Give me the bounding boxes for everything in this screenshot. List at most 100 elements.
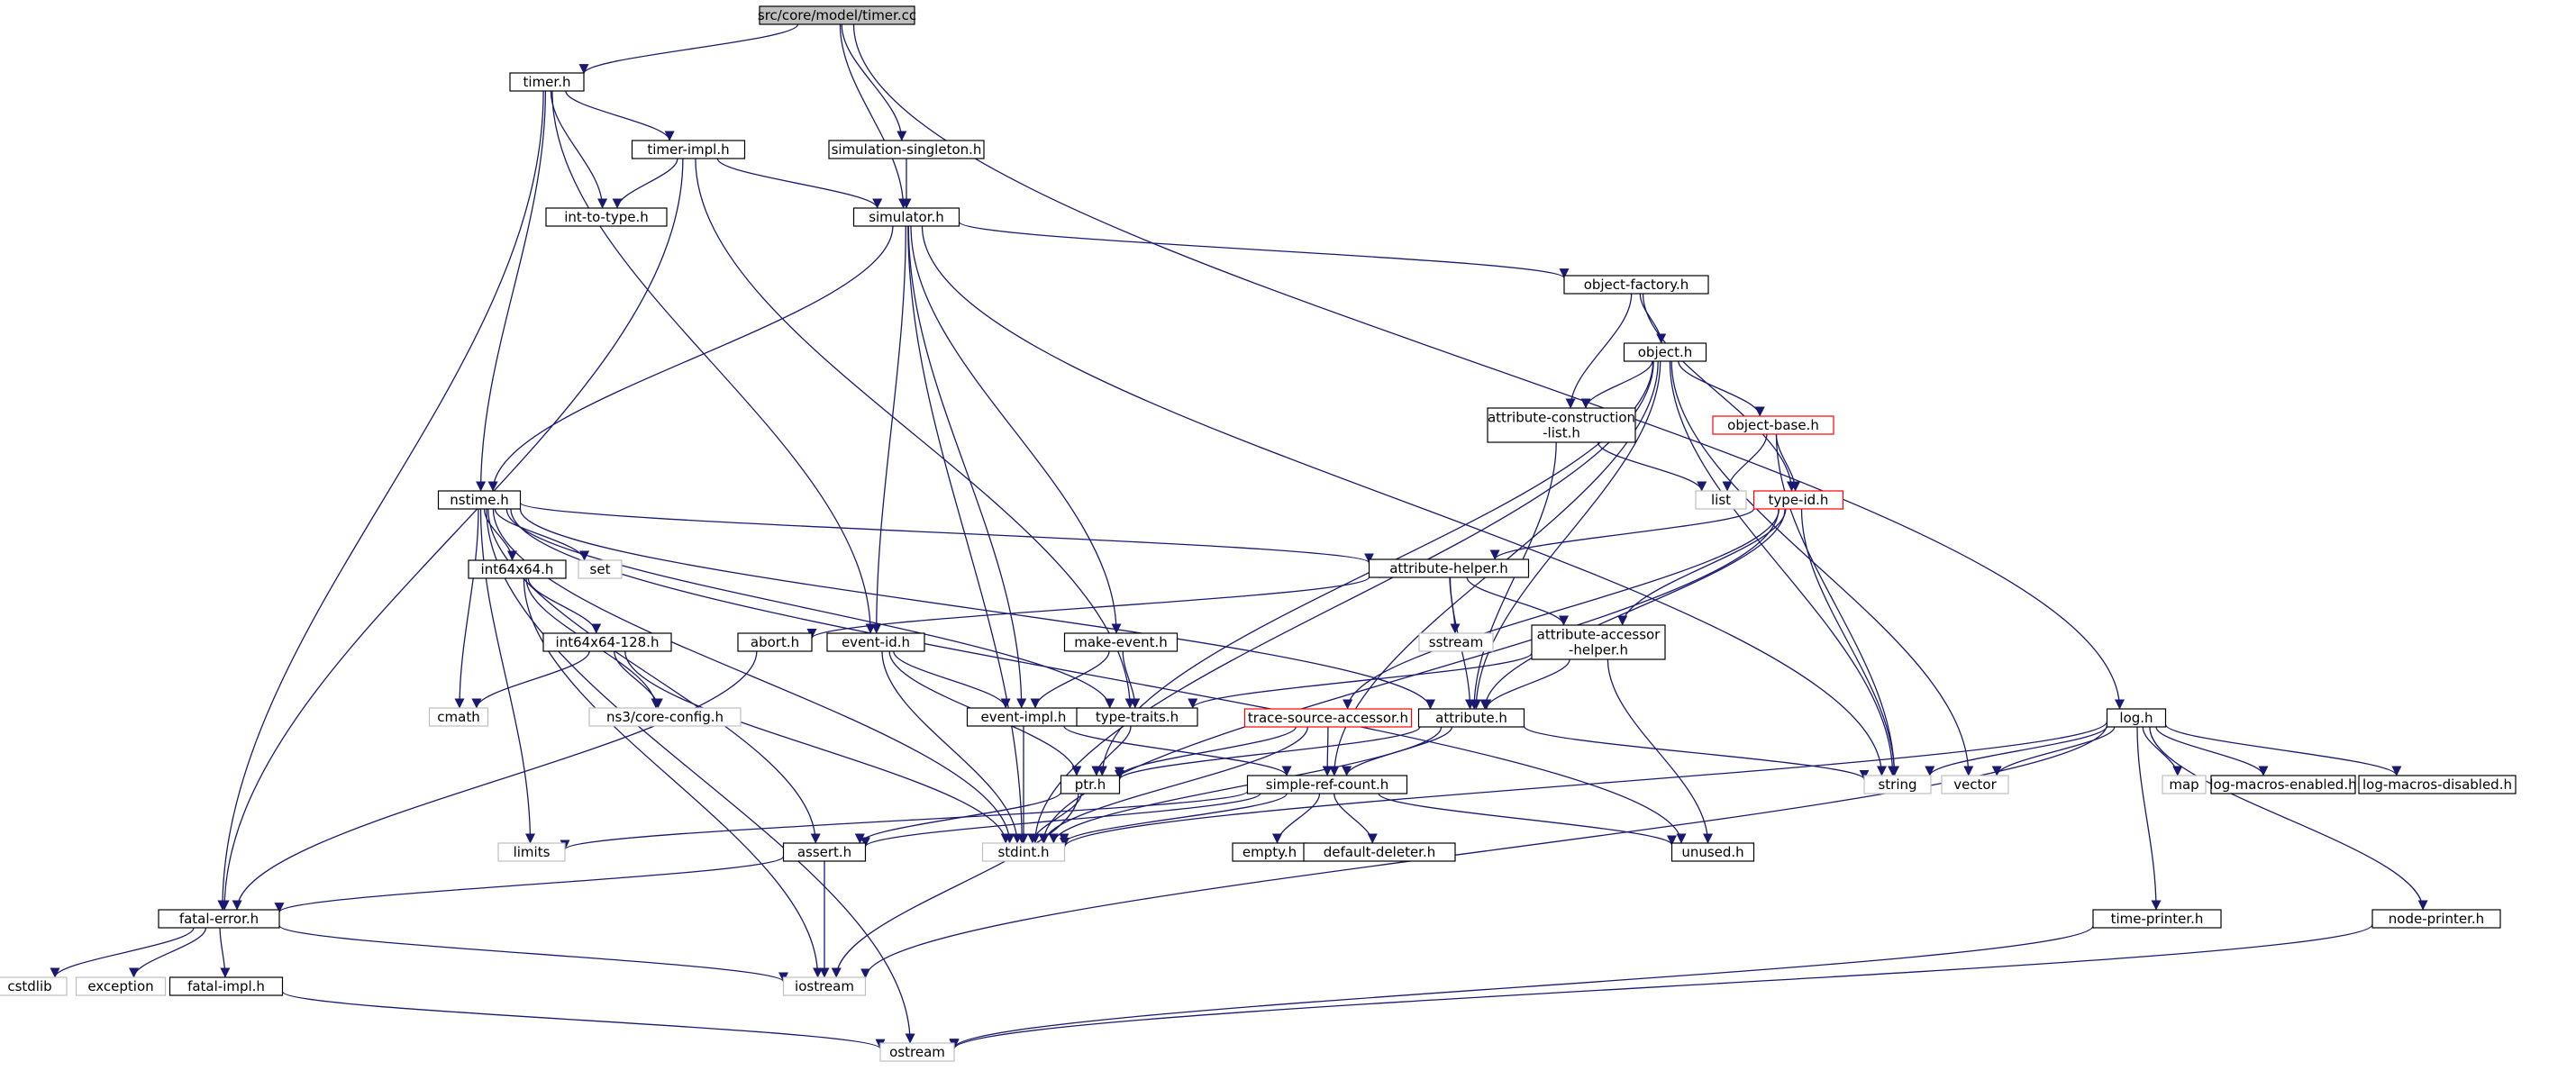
node-label: timer.h (523, 74, 571, 90)
node-simulator-h[interactable]: simulator.h (852, 207, 960, 227)
edge-nstime_h-to-type_traits_h (505, 508, 1115, 709)
edge-fatal_error_h-to-iostream (278, 924, 788, 983)
node-label: trace-source-accessor.h (1248, 710, 1408, 726)
node-timer-h[interactable]: timer.h (509, 72, 585, 92)
node-empty-h[interactable]: empty.h (1232, 842, 1307, 862)
node-attribute-h[interactable]: attribute.h (1417, 708, 1525, 728)
node-label: make-event.h (1074, 634, 1168, 650)
edge-timer_impl_h-to-simulator_h (716, 158, 883, 209)
node-sstream: sstream (1418, 632, 1494, 652)
node-box (542, 632, 672, 652)
node-abort-h[interactable]: abort.h (737, 632, 813, 652)
edge-simulator_h-to-event_id_h (871, 225, 906, 634)
node-int64x64-128-h[interactable]: int64x64-128.h (542, 632, 672, 652)
node-assert-h[interactable]: assert.h (782, 842, 867, 862)
node-simple-ref-h[interactable]: simple-ref-count.h (1246, 775, 1408, 794)
node-box (2162, 775, 2207, 794)
node-time-printer-h[interactable]: time-printer.h (2092, 909, 2222, 929)
node-label: vector (1953, 776, 1997, 793)
edge-attribute_h-to-ptr_h (1115, 726, 1421, 780)
edge-simple_ref_h-to-stdint_h (1059, 793, 1288, 844)
edge-log_h-to-log_macros_disabled_h (2164, 723, 2402, 776)
node-label: set (590, 561, 611, 577)
node-int-to-type-h[interactable]: int-to-type.h (545, 207, 668, 227)
node-nstime-h[interactable]: nstime.h (437, 490, 522, 510)
node-label: exception (87, 978, 153, 994)
edge-log_h-to-map (2142, 726, 2183, 776)
node-event-id-h[interactable]: event-id.h (826, 632, 925, 652)
node-label: simulator.h (869, 209, 944, 225)
node-layer: src/core/model/timer.cc timer.h log.h fatal… (0, 5, 2517, 1062)
node-box (981, 842, 1066, 862)
node-label: int64x64-128.h (556, 634, 660, 650)
node-box (879, 1042, 955, 1062)
node-label: map (2169, 776, 2198, 793)
node-limits: limits (497, 842, 566, 862)
node-vector: vector (1941, 775, 2009, 794)
node-box (1531, 624, 1666, 660)
edge-attr_helper_h-to-attr_accessor_h (1466, 576, 1569, 626)
edge-timer_h-to-timer_impl_h (565, 90, 675, 141)
node-map: map (2162, 775, 2207, 794)
edge-timer_impl_h-to-fatal_error_h (219, 158, 684, 911)
node-attr-construction-h[interactable]: attribute-construction-list.h (1487, 407, 1636, 443)
edge-make_event_h-to-event_impl_h (1030, 650, 1110, 709)
node-box (509, 72, 585, 92)
node-sim-singleton-h[interactable]: simulation-singleton.h (828, 140, 985, 159)
node-node-printer-h[interactable]: node-printer.h (2371, 909, 2501, 929)
node-box (468, 559, 567, 579)
edge-simple_ref_h-to-empty_h (1272, 793, 1321, 844)
node-label: simulation-singleton.h (832, 141, 982, 158)
node-label: assert.h (797, 844, 851, 860)
node-label: log.h (2119, 710, 2153, 726)
node-list: list (1695, 490, 1747, 510)
node-fatal-error-h[interactable]: fatal-error.h (158, 909, 280, 929)
node-label: type-id.h (1769, 492, 1829, 508)
node-attr-accessor-h[interactable]: attribute-accessor-helper.h (1531, 624, 1666, 660)
node-log-h[interactable]: log.h (2106, 708, 2167, 728)
node-event-impl-h[interactable]: event-impl.h (966, 707, 1081, 727)
edge-trace_source_h-to-simple_ref_h (1322, 726, 1333, 776)
node-object-factory-h[interactable]: object-factory.h (1563, 275, 1709, 295)
edge-log_h-to-string (1925, 725, 2108, 776)
node-box (2371, 909, 2501, 929)
node-label: int-to-type.h (564, 209, 649, 225)
node-fatal-impl-h[interactable]: fatal-impl.h (168, 976, 284, 996)
edge-fatal_error_h-to-exception (129, 927, 207, 978)
node-ns3-core-config-h: ns3/core-config.h (588, 707, 742, 727)
edge-log_h-to-stdint_h (1060, 721, 2108, 849)
node-type-traits-h[interactable]: type-traits.h (1076, 707, 1198, 727)
node-label: attribute-accessor (1537, 627, 1661, 643)
node-unused-h[interactable]: unused.h (1670, 842, 1755, 862)
node-timer-impl-h[interactable]: timer-impl.h (631, 140, 746, 159)
edge-simple_ref_h-to-limits (560, 790, 1249, 850)
node-type-id-h[interactable]: type-id.h (1752, 490, 1844, 510)
node-object-h[interactable]: object.h (1623, 342, 1707, 362)
edge-type_traits_h-to-ptr_h (1091, 725, 1132, 776)
node-label: src/core/model/timer.cc (758, 7, 916, 23)
node-timer-cc[interactable]: src/core/model/timer.cc (758, 5, 916, 25)
node-int64x64-h[interactable]: int64x64.h (468, 559, 567, 579)
node-trace-source-h[interactable]: trace-source-accessor.h (1243, 708, 1413, 728)
edge-nstime_h-to-int64x64_h (483, 508, 517, 561)
node-make-event-h[interactable]: make-event.h (1063, 632, 1179, 652)
edge-object_h-to-attribute_h (1470, 360, 1661, 710)
node-exception: exception (75, 976, 167, 996)
node-log-macros-enabled-h[interactable]: log-macros-enabled.h (2209, 775, 2357, 794)
edge-type_id_h-to-trace_source_h (1343, 508, 1780, 710)
node-ptr-h[interactable]: ptr.h (1060, 775, 1121, 794)
edge-attr_accessor_h-to-type_traits_h (1188, 652, 1533, 709)
edge-layer (50, 23, 2428, 1049)
node-default-deleter-h[interactable]: default-deleter.h (1303, 842, 1456, 862)
edge-simple_ref_h-to-unused_h (1378, 793, 1677, 846)
node-object-base-h[interactable]: object-base.h (1712, 415, 1834, 435)
edge-attr_accessor_h-to-attribute_h (1481, 658, 1570, 710)
node-log-macros-disabled-h[interactable]: log-macros-disabled.h (2358, 775, 2517, 794)
node-stdint-h: stdint.h (981, 842, 1066, 862)
node-box (168, 976, 284, 996)
edge-simple_ref_h-to-default_deleter_h (1334, 793, 1378, 844)
edge-ptr_h-to-iostream (831, 793, 1079, 978)
node-label: ostream (889, 1044, 945, 1060)
node-attr-helper-h[interactable]: attribute-helper.h (1368, 558, 1530, 578)
edge-simulator_h-to-make_event_h (910, 225, 1122, 634)
